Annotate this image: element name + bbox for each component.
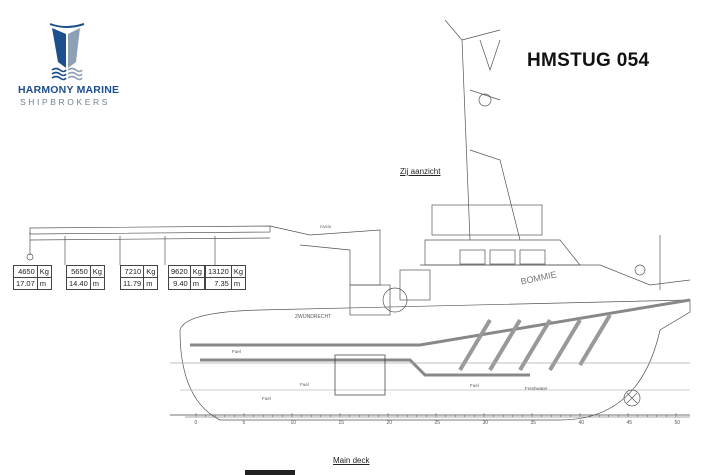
load-reach: 7.35	[205, 277, 232, 290]
unit-kg: Kg	[89, 265, 105, 278]
deck-text: ZWIJNDRECHT	[295, 314, 331, 320]
unit-m: m	[189, 277, 205, 290]
logo-name: HARMONY MARINE	[18, 84, 120, 96]
ruler-tick-label: 30	[483, 420, 489, 426]
tank-label: Fuel	[470, 383, 479, 388]
crane-label: FASSI	[320, 224, 331, 229]
hull-name: BOMMIE	[520, 269, 558, 286]
ruler-tick-label: 20	[387, 420, 393, 426]
main-deck-label: Main deck	[333, 456, 370, 465]
unit-m: m	[89, 277, 105, 290]
ruler-tick-label: 5	[243, 420, 246, 426]
ruler-tick-label: 10	[291, 420, 297, 426]
ruler-tick-label: 35	[531, 420, 537, 426]
load-reach: 14.40	[66, 277, 91, 290]
logo-subtitle: SHIPBROKERS	[20, 97, 111, 107]
vessel-title: HMSTUG 054	[527, 50, 650, 71]
tank-label: Fuel	[232, 349, 241, 354]
load-kg: 13120	[205, 265, 232, 278]
main-deck-plan-edge	[245, 470, 295, 475]
unit-m: m	[36, 277, 52, 290]
load-kg: 7210	[119, 265, 145, 278]
tank-label: Fuel	[262, 396, 271, 401]
load-kg: 5650	[66, 265, 91, 278]
ruler-tick-label: 25	[435, 420, 441, 426]
unit-m: m	[230, 277, 247, 290]
unit-kg: Kg	[230, 265, 247, 278]
ruler-tick-label: 45	[627, 420, 633, 426]
ruler-tick-label: 40	[579, 420, 585, 426]
load-kg: 9620	[168, 265, 191, 278]
tank-label: Freshwater	[525, 386, 548, 391]
load-kg: 4650	[13, 265, 38, 278]
logo-ship-icon	[49, 23, 85, 81]
ruler-tick-label: 15	[339, 420, 345, 426]
load-reach: 9.40	[168, 277, 191, 290]
side-view-label: Zij aanzicht	[400, 167, 441, 176]
tank-label: Fuel	[300, 382, 309, 387]
unit-kg: Kg	[143, 265, 159, 278]
ship-outline	[26, 19, 691, 421]
load-reach: 11.79	[119, 277, 145, 290]
ruler-tick-label: 50	[675, 420, 681, 426]
load-reach: 17.07	[13, 277, 38, 290]
unit-m: m	[143, 277, 159, 290]
unit-kg: Kg	[189, 265, 205, 278]
unit-kg: Kg	[36, 265, 52, 278]
ruler-tick-label: 0	[195, 420, 198, 426]
frame-ruler: 0 5 10 15 20 25 30 35 40 45 50	[185, 413, 690, 426]
